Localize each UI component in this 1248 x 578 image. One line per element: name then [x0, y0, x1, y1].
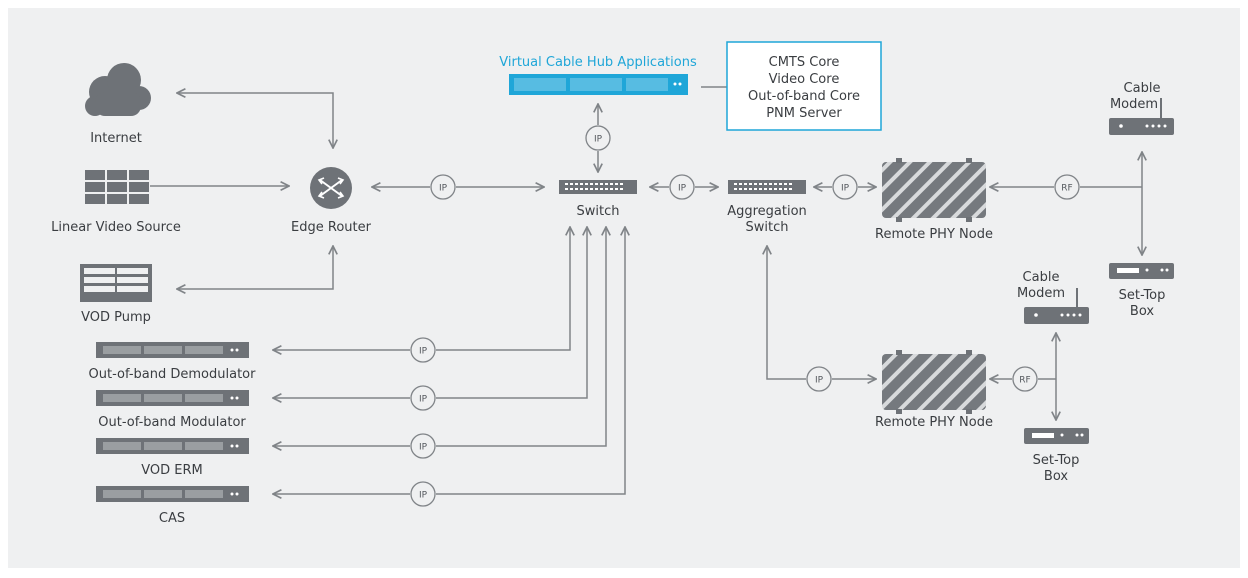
internet-router-link	[177, 93, 333, 148]
remote-phy-node-label: Remote PHY Node	[875, 415, 993, 430]
set-top-box-label: Box	[1130, 304, 1154, 319]
remote-phy-node-label: Remote PHY Node	[875, 227, 993, 242]
ip-tag: IP	[410, 481, 436, 507]
cable-modem-icon	[1024, 288, 1089, 324]
cable-modem-label: Cable	[1124, 81, 1161, 96]
linear-video-source-icon	[85, 170, 149, 204]
svg-text:IP: IP	[678, 184, 687, 194]
svg-text:IP: IP	[594, 135, 603, 145]
cas-appliance	[96, 486, 249, 502]
oob-demodulator-label: Out-of-band Demodulator	[89, 367, 257, 382]
set-top-box-label: Set-Top	[1033, 453, 1080, 468]
cable-modem-icon	[1109, 98, 1174, 135]
ip-tag: IP	[832, 174, 858, 200]
remote-phy-node-icon	[882, 158, 986, 222]
link-tags: IP IP IP IP IP RF RF IP IP IP IP	[410, 125, 1080, 507]
oob-modulator-appliance	[96, 390, 249, 406]
oob-mod-link-b	[436, 227, 587, 399]
vod-pump-icon	[80, 264, 152, 302]
switch-icon	[559, 180, 637, 194]
oob-demodulator-appliance	[96, 342, 249, 358]
vod-erm-label: VOD ERM	[141, 463, 203, 478]
core-item: PNM Server	[766, 106, 842, 121]
set-top-box-label: Box	[1044, 469, 1068, 484]
virtual-cable-hub-appliance	[509, 74, 688, 95]
ip-tag: IP	[410, 385, 436, 411]
core-item: Out-of-band Core	[748, 89, 860, 104]
svg-text:IP: IP	[419, 491, 428, 501]
vod-router-link	[177, 246, 333, 289]
svg-text:IP: IP	[419, 347, 428, 357]
vod-erm-link-b	[436, 227, 606, 447]
svg-text:IP: IP	[815, 376, 824, 386]
ip-tag: IP	[430, 174, 456, 200]
aggregation-switch-label: Switch	[746, 220, 789, 235]
core-item: Video Core	[769, 72, 840, 87]
core-functions-box	[726, 41, 882, 131]
cable-modem-label: Modem	[1017, 286, 1065, 301]
vod-erm-appliance	[96, 438, 249, 454]
aggregation-switch-icon	[728, 180, 806, 194]
ip-tag: IP	[806, 366, 832, 392]
cable-modem-label: Cable	[1023, 270, 1060, 285]
virtual-cable-hub-label: Virtual Cable Hub Applications	[499, 55, 697, 70]
internet-cloud-icon	[85, 63, 151, 116]
agg-rphy2-link-a	[767, 246, 806, 380]
rf-tag: RF	[1012, 366, 1038, 392]
internet-label: Internet	[90, 131, 142, 146]
ip-tag: IP	[585, 125, 611, 151]
svg-text:RF: RF	[1061, 184, 1072, 194]
set-top-box-icon	[1109, 263, 1174, 279]
rf-tag: RF	[1054, 174, 1080, 200]
switch-label: Switch	[577, 204, 620, 219]
svg-text:IP: IP	[419, 443, 428, 453]
ip-tag: IP	[669, 174, 695, 200]
cable-modem-label: Modem	[1110, 97, 1158, 112]
linear-video-source-label: Linear Video Source	[51, 220, 181, 235]
connection-lines	[150, 86, 1142, 495]
aggregation-switch-label: Aggregation	[727, 204, 807, 219]
edge-router-label: Edge Router	[291, 220, 372, 235]
ip-tag: IP	[410, 337, 436, 363]
core-item: CMTS Core	[769, 55, 840, 70]
svg-text:RF: RF	[1019, 376, 1030, 386]
set-top-box-icon	[1024, 428, 1089, 444]
remote-phy-node-icon	[882, 350, 986, 414]
oob-modulator-label: Out-of-band Modulator	[98, 415, 246, 430]
set-top-box-label: Set-Top	[1119, 288, 1166, 303]
edge-router-icon	[310, 167, 352, 209]
ip-tag: IP	[410, 433, 436, 459]
svg-text:IP: IP	[841, 184, 850, 194]
cas-link-b	[436, 227, 625, 495]
svg-text:IP: IP	[439, 184, 448, 194]
svg-text:IP: IP	[419, 395, 428, 405]
vod-pump-label: VOD Pump	[81, 310, 151, 325]
oob-demod-link-b	[436, 227, 570, 351]
cas-label: CAS	[159, 511, 185, 526]
